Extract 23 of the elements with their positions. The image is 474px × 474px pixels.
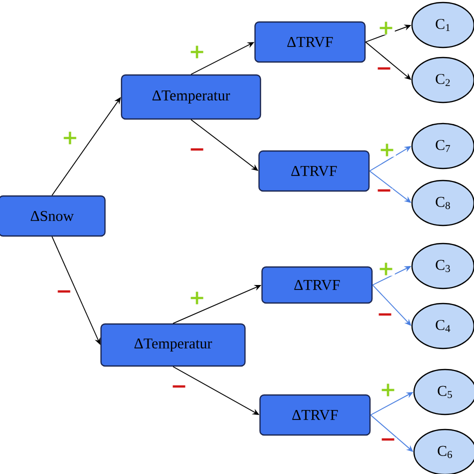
sign-label: − <box>379 438 397 446</box>
sign-label: − <box>55 290 73 298</box>
sign-label: + <box>377 21 395 35</box>
sign-label: − <box>376 312 394 322</box>
arrow <box>52 97 121 196</box>
process-box: ΔTemperatur <box>120 74 262 120</box>
sign-label: + <box>379 383 397 397</box>
sign-label: + <box>188 291 206 305</box>
arrow <box>372 284 412 326</box>
sign-label: + <box>378 143 396 157</box>
process-box: ΔTRVF <box>261 266 373 304</box>
sign-label: − <box>188 148 206 156</box>
sign-label: − <box>375 66 393 76</box>
sign-label: + <box>188 45 206 59</box>
process-box: ΔTRVF <box>254 21 366 63</box>
process-box: ΔTRVF <box>258 150 370 192</box>
process-box: ΔTRVF <box>259 394 371 436</box>
sign-label: − <box>170 384 188 394</box>
sign-label: + <box>377 262 395 276</box>
process-box: ΔSnow <box>0 195 106 237</box>
sign-label: − <box>375 188 393 198</box>
sign-label: + <box>61 131 79 145</box>
process-box: ΔTemperatur <box>100 323 246 367</box>
